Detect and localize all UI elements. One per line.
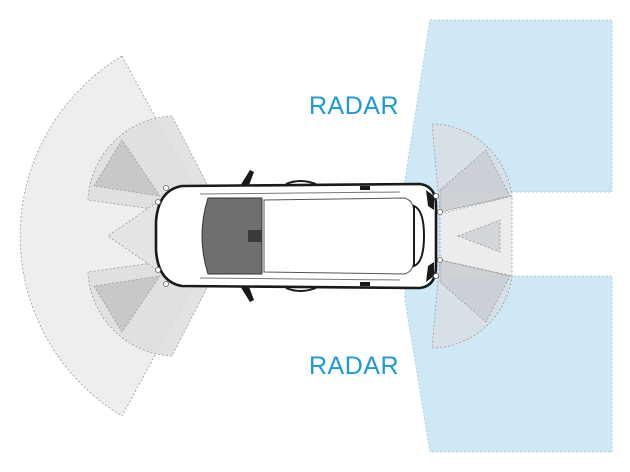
door-handle-bottom — [360, 282, 370, 286]
front-sensor-field-lower-inner — [93, 275, 161, 333]
front-sensor-dot-2 — [155, 199, 161, 205]
rear-view-mirror — [248, 230, 262, 242]
mirror-right — [240, 284, 254, 302]
mirror-left — [240, 170, 254, 188]
radar-label-top: RADAR — [309, 92, 400, 120]
radar-label-bottom: RADAR — [309, 352, 400, 380]
tail-light-bottom — [426, 262, 434, 282]
rear-sensor-dot-2 — [437, 209, 443, 215]
car-top-view-icon — [154, 170, 443, 302]
front-sensor-dot-1 — [163, 185, 169, 191]
rear-sensor-dot-4 — [433, 273, 439, 279]
rear-sensor-field-upper-inner — [439, 149, 511, 213]
tail-light-top — [426, 190, 434, 210]
front-sensor-dot-3 — [155, 267, 161, 273]
roof-panel — [263, 197, 415, 275]
rear-window — [413, 204, 426, 268]
roof-rail-bottom — [285, 287, 317, 292]
rear-sensor-fields — [431, 123, 513, 349]
rear-sensor-dot-1 — [433, 193, 439, 199]
front-sensor-dot-4 — [163, 281, 169, 287]
rear-inner-wedge — [456, 219, 501, 253]
car-side-line-bottom — [199, 277, 401, 281]
rear-sensor-dot-3 — [437, 257, 443, 263]
rear-sensor-field-lower-inner — [439, 259, 511, 323]
windshield — [201, 197, 263, 275]
car-side-line-top — [199, 191, 401, 195]
roof-rail-top — [285, 180, 317, 185]
front-sensor-field-upper-inner — [93, 139, 161, 197]
door-handle-top — [360, 186, 370, 190]
